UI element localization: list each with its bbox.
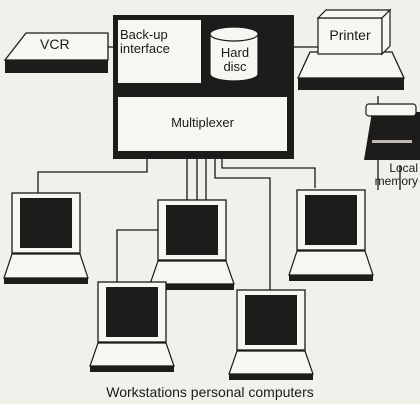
workstation-2 xyxy=(149,199,235,290)
printer-label: Printer xyxy=(329,27,371,43)
local-memory-label: Local memory xyxy=(374,161,418,188)
multiplexer-label: Multiplexer xyxy=(171,115,234,130)
vcr-label: VCR xyxy=(40,36,70,52)
workstation-3 xyxy=(288,189,374,281)
workstation-4 xyxy=(89,281,175,372)
workstation-1 xyxy=(3,192,89,284)
main-server-unit xyxy=(113,15,294,159)
backup-interface-label: Back-up interface xyxy=(120,27,170,56)
printer-device xyxy=(296,8,406,90)
hard-disc-label: Hard disc xyxy=(220,45,250,74)
workstation-5 xyxy=(228,289,314,380)
diagram-caption: Workstations personal computers xyxy=(106,384,314,400)
local-memory-device xyxy=(364,103,420,160)
vcr-device xyxy=(3,32,109,73)
